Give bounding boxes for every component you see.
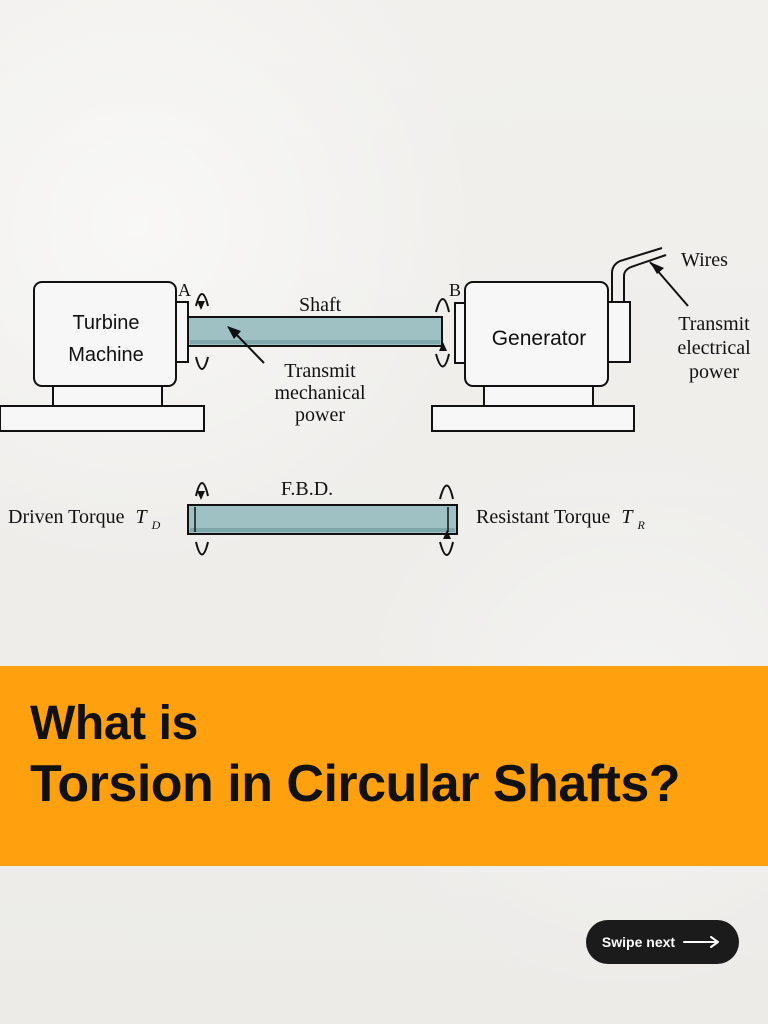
fbd-left-torque-bottom <box>195 541 209 556</box>
torque-arrow-b-top <box>435 298 450 313</box>
driven-torque-symbol: T <box>136 506 149 528</box>
resistant-torque-text: Resistant Torque <box>476 506 610 528</box>
wires-label: Wires <box>681 249 728 271</box>
shaft-label: Shaft <box>299 294 342 316</box>
resistant-torque-symbol: T <box>621 506 634 528</box>
mechanical-power-pointer-line <box>232 330 265 364</box>
turbine-label-line-1: Turbine <box>72 312 139 334</box>
generator-foot <box>483 385 594 407</box>
title-line-2: Torsion in Circular Shafts? <box>30 755 681 813</box>
resistant-torque-subscript: R <box>636 518 645 532</box>
transmit-mechanical-line-3: power <box>295 404 345 426</box>
generator-base <box>431 405 635 432</box>
fbd-left-torque-top <box>195 482 209 497</box>
turbine-base <box>0 405 205 432</box>
fbd-left-torque-top-head <box>197 491 205 500</box>
transmit-electrical-line-3: power <box>689 361 739 383</box>
torque-arrow-a-top-head <box>197 301 205 310</box>
title-banner <box>0 666 768 866</box>
turbine-coupling <box>175 301 189 363</box>
generator-label: Generator <box>492 327 587 350</box>
shaft-torsion-diagram: A B Turbine Machine Shaft Generator Tran… <box>0 247 751 556</box>
arrow-right-icon <box>683 936 720 948</box>
label-b: B <box>449 280 461 300</box>
transmit-mechanical-line-1: Transmit <box>284 360 356 382</box>
transmit-electrical-line-2: electrical <box>677 337 751 359</box>
turbine-label-line-2: Machine <box>68 344 144 366</box>
torque-arrow-a-top <box>195 293 209 307</box>
driven-torque-subscript: D <box>151 518 161 532</box>
fbd-right-torque-bottom-head <box>443 530 451 539</box>
title-line-1: What is <box>30 697 198 750</box>
fbd-right-torque-bottom <box>439 541 454 556</box>
transmit-mechanical-line-2: mechanical <box>274 382 365 404</box>
transmit-electrical-line-1: Transmit <box>678 313 750 335</box>
wires-outline-2 <box>623 254 667 302</box>
torque-arrow-a-bottom <box>195 356 209 370</box>
turbine-machine-box <box>33 281 177 387</box>
driven-torque-label: Driven Torque T D <box>8 506 161 532</box>
swipe-next-button[interactable]: Swipe next <box>586 920 739 964</box>
wires-pointer-arrowhead <box>650 262 664 274</box>
turbine-foot <box>52 385 163 407</box>
torque-arrow-b-bottom <box>435 353 450 368</box>
mechanical-power-pointer-arrowhead <box>227 326 241 339</box>
label-a: A <box>178 280 191 300</box>
torque-arrow-b-bottom-head <box>439 342 447 351</box>
fbd-label: F.B.D. <box>281 478 333 500</box>
wires-outline-1 <box>611 247 663 302</box>
resistant-torque-label: Resistant Torque T R <box>476 506 645 532</box>
driven-torque-text: Driven Torque <box>8 506 125 528</box>
fbd-right-torque-top <box>439 484 454 500</box>
generator-terminal-box <box>607 301 631 363</box>
swipe-next-label: Swipe next <box>601 934 676 950</box>
